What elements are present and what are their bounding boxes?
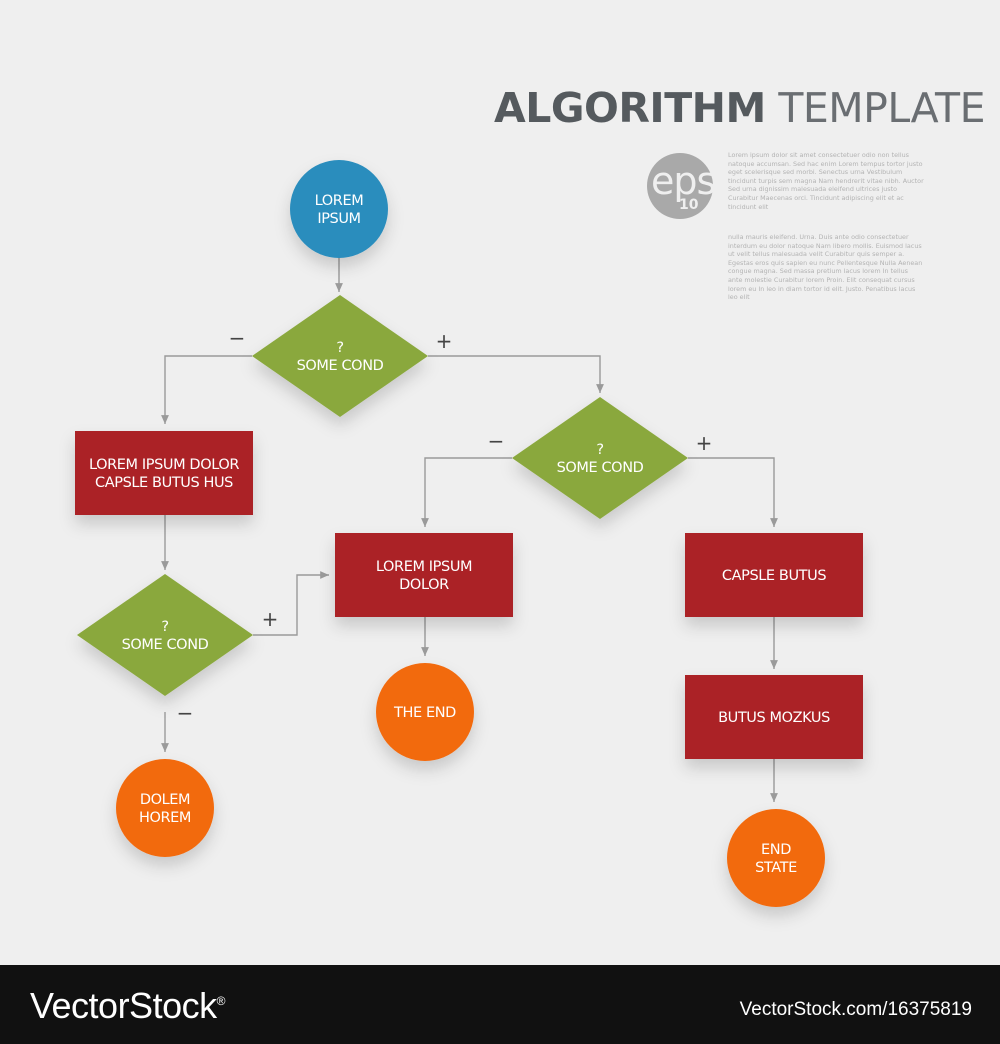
algorithm-flowchart: LOREM IPSUM? SOME COND? SOME COND? SOME COND… <box>75 160 863 907</box>
eps-badge: eps 10 <box>647 153 716 219</box>
node-cond-3: ? SOME COND <box>77 574 253 696</box>
condition-diamond <box>77 574 253 696</box>
node-label: THE END <box>393 705 456 721</box>
start-circle <box>290 160 388 258</box>
description-paragraph-2: nulla mauris eleifend. Urna. Duis ante o… <box>728 233 923 302</box>
node-cond-2: ? SOME COND <box>512 397 688 519</box>
node-cond-1: ? SOME COND <box>252 295 428 417</box>
node-end-2: THE END <box>376 663 474 761</box>
node-label: STATE <box>755 860 797 876</box>
end-circle <box>376 663 474 761</box>
condition-diamond <box>252 295 428 417</box>
brand-logo: VectorStock® <box>30 985 225 1027</box>
node-label: IPSUM <box>317 211 360 227</box>
process-box <box>685 675 863 759</box>
node-label: CAPSLE BUTUS HUS <box>95 475 233 491</box>
node-label: HOREM <box>139 810 191 826</box>
end-circle <box>116 759 214 857</box>
node-label: ? <box>161 619 168 635</box>
no-branch-label: − <box>177 701 194 725</box>
node-end-3: END STATE <box>727 809 825 907</box>
node-label: ? <box>336 340 343 356</box>
yes-branch-label: + <box>262 607 279 631</box>
node-label: CAPSLE BUTUS <box>722 568 826 584</box>
node-label: LOREM IPSUM DOLOR <box>89 457 239 473</box>
node-label: LOREM <box>315 193 364 209</box>
connector-arrow <box>253 571 329 636</box>
end-circle <box>727 809 825 907</box>
process-box <box>335 533 513 617</box>
node-process-1: LOREM IPSUM DOLOR CAPSLE BUTUS HUS <box>75 431 253 515</box>
registered-mark: ® <box>216 994 226 1008</box>
description-paragraph-1: Lorem ipsum dolor sit amet consectetuer … <box>728 151 924 211</box>
title-light: TEMPLATE <box>778 84 985 132</box>
node-label: DOLOR <box>399 577 449 593</box>
node-label: SOME COND <box>122 637 209 653</box>
diagram-canvas: LOREM IPSUM? SOME COND? SOME COND? SOME COND… <box>75 84 986 907</box>
process-box <box>75 431 253 515</box>
node-label: DOLEM <box>140 792 190 808</box>
node-process-2: LOREM IPSUM DOLOR <box>335 533 513 617</box>
connector-arrow <box>428 355 604 393</box>
no-branch-label: − <box>229 326 246 350</box>
node-label: ? <box>596 442 603 458</box>
connector-arrow <box>421 457 512 527</box>
connector-arrow <box>688 457 778 527</box>
node-label: SOME COND <box>557 460 644 476</box>
node-start: LOREM IPSUM <box>290 160 388 258</box>
node-label: SOME COND <box>297 358 384 374</box>
node-label: LOREM IPSUM <box>376 559 472 575</box>
condition-diamond <box>512 397 688 519</box>
page-title: ALGORITHM TEMPLATE <box>494 84 985 132</box>
no-branch-label: − <box>488 429 505 453</box>
connector-arrow <box>161 355 252 424</box>
node-process-3: CAPSLE BUTUS <box>685 533 863 617</box>
yes-branch-label: + <box>436 329 453 353</box>
node-label: BUTUS MOZKUS <box>718 710 830 726</box>
process-box <box>685 533 863 617</box>
node-end-1: DOLEM HOREM <box>116 759 214 857</box>
image-url: VectorStock.com/16375819 <box>739 999 972 1020</box>
title-bold: ALGORITHM <box>494 84 766 132</box>
eps-badge-text: eps <box>651 159 716 203</box>
footer-bar: VectorStock® VectorStock.com/16375819 <box>0 965 1000 1044</box>
node-process-4: BUTUS MOZKUS <box>685 675 863 759</box>
yes-branch-label: + <box>696 431 713 455</box>
node-label: END <box>761 842 791 858</box>
brand-name: VectorStock <box>30 985 217 1026</box>
eps-badge-number: 10 <box>679 197 699 213</box>
